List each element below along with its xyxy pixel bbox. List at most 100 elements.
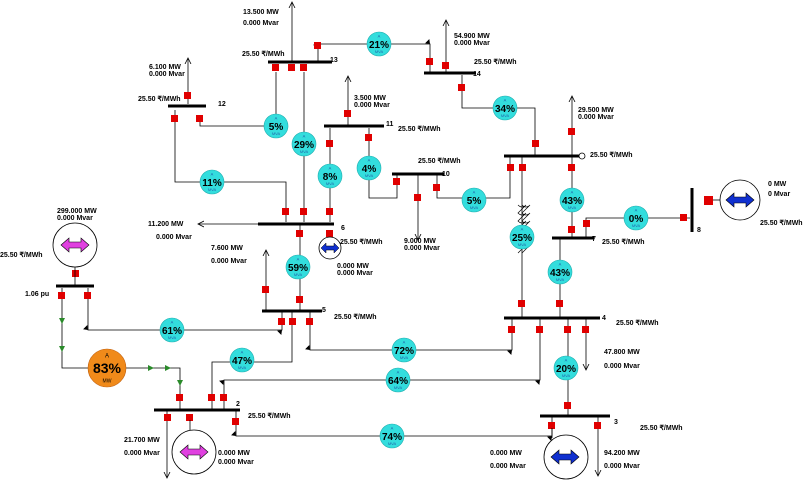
flow-pie-3-4: A20%MVA (553, 355, 579, 381)
flow-pie-1-5: A61%MVA (159, 317, 185, 343)
bus-2-label: 2 (236, 401, 240, 408)
flow-pie-percent: 59% (288, 263, 308, 274)
generator-labels: 299.000 MW 0.000 Mvar 1.06 pu 0 MW 0 Mva… (25, 181, 790, 470)
gen-6-mvar: 0.000 Mvar (337, 270, 373, 277)
load-13-mw: 13.500 MW (243, 9, 279, 16)
buses (56, 60, 694, 418)
flow-pie-fill (356, 155, 382, 181)
flow-pie-percent: 43% (562, 196, 582, 207)
load-10-mvar: 0.000 Mvar (404, 245, 440, 252)
double-arrow-icon (60, 237, 90, 253)
load-2-mw: 21.700 MW (124, 437, 160, 444)
flow-pie-fill (379, 423, 405, 449)
flow-pie-unit-bottom: MVA (501, 113, 510, 118)
load-4-mw: 47.800 MW (604, 349, 640, 356)
bus-11-label: 11 (386, 121, 394, 128)
flow-pie-unit-top: A (329, 165, 332, 170)
flow-pie-unit-top: A (571, 189, 574, 194)
load-6-mw: 11.200 MW (148, 221, 184, 228)
double-arrow-icon (179, 444, 209, 460)
flow-pie-unit-bottom: MVA (168, 335, 177, 340)
price-bus-1: 25.50 ₹/MWh (0, 251, 43, 259)
flow-pie-percent: 34% (495, 104, 515, 115)
flow-pie-10-11: A4%MVA (356, 155, 382, 181)
flow-pie-unit-top: A (559, 261, 562, 266)
flow-pie-9-14: A 34%MVA (492, 95, 518, 121)
bus-7-label: 7 (592, 236, 596, 243)
price-bus-6: 25.50 ₹/MWh (340, 238, 383, 246)
gen-8-mw: 0 MW (768, 181, 787, 188)
bus-14-label: 14 (473, 71, 481, 78)
flow-pie-6-11: A 8%MVA (317, 163, 343, 189)
flow-pie-percent: 8% (323, 172, 338, 183)
load-5-mvar: 0.000 Mvar (211, 258, 247, 265)
flow-pie-unit-top: A (397, 369, 400, 374)
load-3-mw: 94.200 MW (604, 450, 640, 457)
load-labels: 13.500 MW 0.000 Mvar 54.900 MW 0.000 Mva… (124, 9, 640, 470)
flow-pie-unit-top: A (105, 354, 109, 360)
flow-pie-unit-bottom: MVA (272, 131, 281, 136)
generator-bus-8[interactable] (713, 179, 761, 221)
flow-pie-unit-bottom: MVA (326, 181, 335, 186)
flow-pie-percent: 29% (294, 140, 314, 151)
flow-pie-unit-bottom: MVA (394, 385, 403, 390)
price-bus-4: 25.50 ₹/MWh (616, 319, 659, 327)
generator-bus-6[interactable] (318, 236, 342, 260)
flow-pie-unit-top: A (241, 349, 244, 354)
flow-pie-fill (623, 205, 649, 231)
flow-pie-percent: 64% (388, 376, 408, 387)
load-14-mw: 54.900 MW (454, 33, 490, 40)
price-bus-2: 25.50 ₹/MWh (248, 412, 291, 420)
flow-pie-unit-top: A (303, 133, 306, 138)
flow-pie-fill (87, 348, 127, 388)
flow-pie-fill (547, 259, 573, 285)
flow-pie-fill (159, 317, 185, 343)
flow-pie-fill (559, 187, 585, 213)
flow-pie-percent: 74% (382, 432, 402, 443)
flow-pie-fill (199, 169, 225, 195)
load-10-mw: 9.000 MW (404, 238, 436, 245)
flow-pie-percent: 11% (202, 178, 222, 189)
load-4-mvar: 0.000 Mvar (604, 363, 640, 370)
generator-bus-3[interactable] (543, 428, 589, 480)
flow-pie-percent: 5% (467, 196, 482, 207)
flow-pie-fill (291, 131, 317, 157)
price-bus-12: 25.50 ₹/MWh (138, 95, 181, 103)
double-arrow-icon (550, 449, 580, 465)
flow-pie-2-4: A 64%MVA (385, 367, 411, 393)
double-arrow-icon (320, 242, 340, 254)
flow-pie-unit-bottom: MVA (632, 223, 641, 228)
flow-pie-7-9: A43%MVA (559, 187, 585, 213)
flow-pie-fill (385, 367, 411, 393)
generator-bus-2[interactable] (171, 420, 217, 475)
flow-pie-4-9: A25%MVA (509, 224, 535, 250)
gen-8-mvar: 0 Mvar (768, 191, 790, 198)
flow-pie-percent: 20% (556, 364, 576, 375)
load-5-mw: 7.600 MW (211, 245, 243, 252)
flow-pie-unit-top: A (504, 97, 507, 102)
flow-pie-unit-bottom: MVA (300, 149, 309, 154)
bus-labels: 13 14 12 11 10 6 7 8 5 4 2 3 (218, 57, 701, 426)
generator-bus-1[interactable] (52, 222, 98, 286)
flow-pie-9-10: A5%MVA (461, 187, 487, 213)
flow-pie-unit-bottom: MVA (294, 272, 303, 277)
flow-pie-unit-top: A (565, 357, 568, 362)
gen-2-mvar: 0.000 Mvar (218, 459, 254, 466)
bus-4-label: 4 (602, 315, 606, 322)
flow-pie-percent: 21% (369, 40, 389, 51)
price-labels: 25.50 ₹/MWh 25.50 ₹/MWh 25.50 ₹/MWh 25.5… (0, 50, 803, 432)
flow-pie-unit-bottom: MVA (388, 441, 397, 446)
flow-pie-2-5: A47%MVA (229, 347, 255, 373)
flow-pie-fill (461, 187, 487, 213)
gen-6-mw: 0.000 MW (337, 263, 369, 270)
double-arrow-icon (725, 192, 755, 208)
load-11-mvar: 0.000 Mvar (354, 102, 390, 109)
flow-pie-6-12: A11%MVA (199, 169, 225, 195)
flow-pie-fill (366, 31, 392, 57)
flow-pie-fill (317, 163, 343, 189)
flow-pie-2-3: A74%MVA (379, 423, 405, 449)
price-bus-3: 25.50 ₹/MWh (640, 424, 683, 432)
flow-pie-fill (492, 95, 518, 121)
